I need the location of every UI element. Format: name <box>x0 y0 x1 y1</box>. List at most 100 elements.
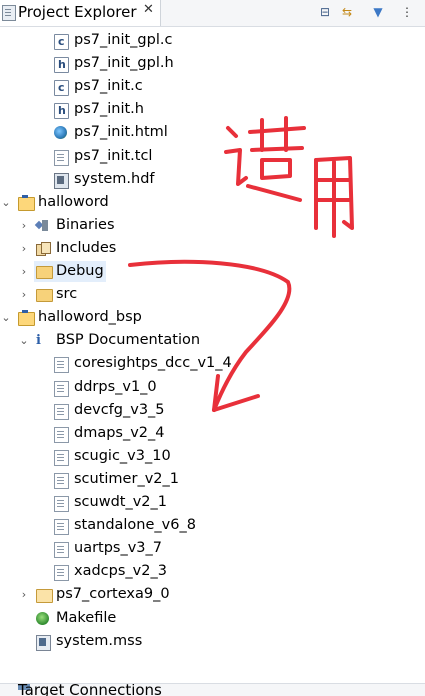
document-icon <box>54 449 69 466</box>
view-tab-bar: Project Explorer ✕ ⊟ ⇆ ▼ ⋮ <box>0 0 425 27</box>
bottom-view-title: Target Connections <box>18 683 162 696</box>
c-file-icon <box>54 30 69 53</box>
tree-item-includes[interactable]: › Includes <box>0 237 425 260</box>
tree-item-halloword-bsp[interactable]: ⌄ halloword_bsp <box>0 306 425 329</box>
tree-item-label: system.mss <box>56 632 143 649</box>
expand-toggle-icon[interactable]: › <box>21 288 27 302</box>
tree-item-xadcps-v2-3[interactable]: xadcps_v2_3 <box>0 560 425 583</box>
tree-item-label: Binaries <box>56 216 115 233</box>
tree-item-label: ps7_init.tcl <box>74 147 153 164</box>
tree-item-binaries[interactable]: › Binaries <box>0 214 425 237</box>
folder-icon <box>36 289 53 303</box>
tree-item-makefile[interactable]: Makefile <box>0 607 425 630</box>
text-file-icon <box>54 149 69 166</box>
hardware-file-icon <box>54 172 69 189</box>
document-icon <box>54 357 69 374</box>
tree-item-ps7-init-gpl-h[interactable]: ps7_init_gpl.h <box>0 52 425 76</box>
tree-item-ps7-cortexa9-0[interactable]: › ps7_cortexa9_0 <box>0 583 425 606</box>
collapse-toggle-icon[interactable]: ⌄ <box>1 195 11 209</box>
tab-project-explorer[interactable]: Project Explorer ✕ <box>0 0 161 26</box>
tree-item-label: Makefile <box>56 609 117 626</box>
target-connections-view[interactable]: Target Connections <box>0 683 425 696</box>
expand-toggle-icon[interactable]: › <box>21 241 27 255</box>
tree-item-label: system.hdf <box>74 170 155 187</box>
tree-item-label: ps7_init.html <box>74 124 168 141</box>
tree-item-system-hdf[interactable]: system.hdf <box>0 168 425 191</box>
tree-item-label: BSP Documentation <box>56 332 201 349</box>
document-icon <box>54 565 69 582</box>
archive-folder-icon <box>36 589 53 604</box>
tree-item-label: ddrps_v1_0 <box>74 378 157 395</box>
tree-item-label: coresightps_dcc_v1_4 <box>74 355 232 372</box>
tree-item-label: src <box>56 286 78 303</box>
tree-item-devcfg-v3-5[interactable]: devcfg_v3_5 <box>0 399 425 422</box>
tree-item-label: scuwdt_v2_1 <box>74 494 167 510</box>
folder-icon <box>36 266 53 279</box>
project-icon <box>18 194 35 211</box>
view-menu-icon[interactable]: ⋮ <box>401 5 413 19</box>
tree-item-label: ps7_cortexa9_0 <box>56 586 170 603</box>
document-icon <box>54 403 69 420</box>
tree-item-label: uartps_v3_7 <box>74 540 163 557</box>
c-file-icon <box>54 76 69 99</box>
tree-item-label: Includes <box>56 239 117 256</box>
tree-item-ps7-init-h[interactable]: ps7_init.h <box>0 98 425 122</box>
tree-item-label: ps7_init_gpl.c <box>74 32 173 48</box>
tree-item-bsp-documentation[interactable]: ⌄ i BSP Documentation <box>0 329 425 352</box>
html-file-icon <box>54 126 67 140</box>
close-icon[interactable]: ✕ <box>143 2 154 17</box>
tree-item-scugic-v3-10[interactable]: scugic_v3_10 <box>0 445 425 468</box>
h-file-icon <box>54 53 69 76</box>
tree-item-scuwdt-v2-1[interactable]: scuwdt_v2_1 <box>0 491 425 514</box>
binaries-icon <box>36 219 50 233</box>
expand-toggle-icon[interactable]: › <box>21 588 27 602</box>
tree-item-label: devcfg_v3_5 <box>74 401 165 418</box>
tree-item-scutimer-v2-1[interactable]: scutimer_v2_1 <box>0 468 425 491</box>
tree-item-label: scugic_v3_10 <box>74 447 171 464</box>
tree-item-label: xadcps_v2_3 <box>74 563 167 580</box>
tree-item-label: ps7_init.c <box>74 78 143 95</box>
tree-item-src[interactable]: › src <box>0 283 425 306</box>
document-icon <box>54 519 69 536</box>
document-icon <box>54 542 69 559</box>
tree-item-ps7-init-gpl-c[interactable]: ps7_init_gpl.c <box>0 29 425 53</box>
tree-item-debug[interactable]: › Debug <box>0 260 425 283</box>
link-with-editor-icon[interactable]: ⇆ <box>341 5 353 19</box>
tree-item-standalone-v6-8[interactable]: standalone_v6_8 <box>0 514 425 537</box>
document-icon <box>54 380 69 397</box>
tree-item-dmaps-v2-4[interactable]: dmaps_v2_4 <box>0 422 425 445</box>
tree-item-label: dmaps_v2_4 <box>74 424 165 441</box>
tree-item-system-mss[interactable]: system.mss <box>0 630 425 653</box>
tree-item-label: halloword_bsp <box>38 309 142 326</box>
tree-item-label: standalone_v6_8 <box>74 517 196 534</box>
tree-item-label: ps7_init.h <box>74 101 144 118</box>
mss-file-icon <box>36 634 51 651</box>
includes-icon <box>36 241 51 256</box>
document-icon <box>54 496 69 512</box>
tree-item-label: ps7_init_gpl.h <box>74 55 174 72</box>
document-icon <box>54 426 69 443</box>
tree-item-label: scutimer_v2_1 <box>74 470 179 487</box>
project-explorer-icon <box>2 5 16 21</box>
makefile-icon <box>36 611 49 625</box>
info-icon: i <box>36 333 41 349</box>
collapse-toggle-icon[interactable]: ⌄ <box>1 311 11 325</box>
tree-item-label: halloword <box>38 193 109 210</box>
filter-icon[interactable]: ▼ <box>373 5 383 19</box>
expand-toggle-icon[interactable]: › <box>21 265 27 278</box>
tab-title: Project Explorer <box>18 3 137 21</box>
tree-item-ddrps-v1-0[interactable]: ddrps_v1_0 <box>0 376 425 399</box>
tree-item-ps7-init-tcl[interactable]: ps7_init.tcl <box>0 145 425 168</box>
tree-item-uartps-v3-7[interactable]: uartps_v3_7 <box>0 537 425 560</box>
tree-item-halloword[interactable]: ⌄ halloword <box>0 191 425 214</box>
tree-item-coresightps-dcc-v1-4[interactable]: coresightps_dcc_v1_4 <box>0 352 425 375</box>
collapse-toggle-icon[interactable]: ⌄ <box>19 334 29 348</box>
tree-item-ps7-init-html[interactable]: ps7_init.html <box>0 121 425 144</box>
tree-item-ps7-init-c[interactable]: ps7_init.c <box>0 75 425 99</box>
document-icon <box>54 472 69 489</box>
tree-item-label: Debug <box>56 263 104 279</box>
collapse-all-icon[interactable]: ⊟ <box>319 5 331 19</box>
expand-toggle-icon[interactable]: › <box>21 218 27 232</box>
target-connections-icon <box>18 684 30 690</box>
